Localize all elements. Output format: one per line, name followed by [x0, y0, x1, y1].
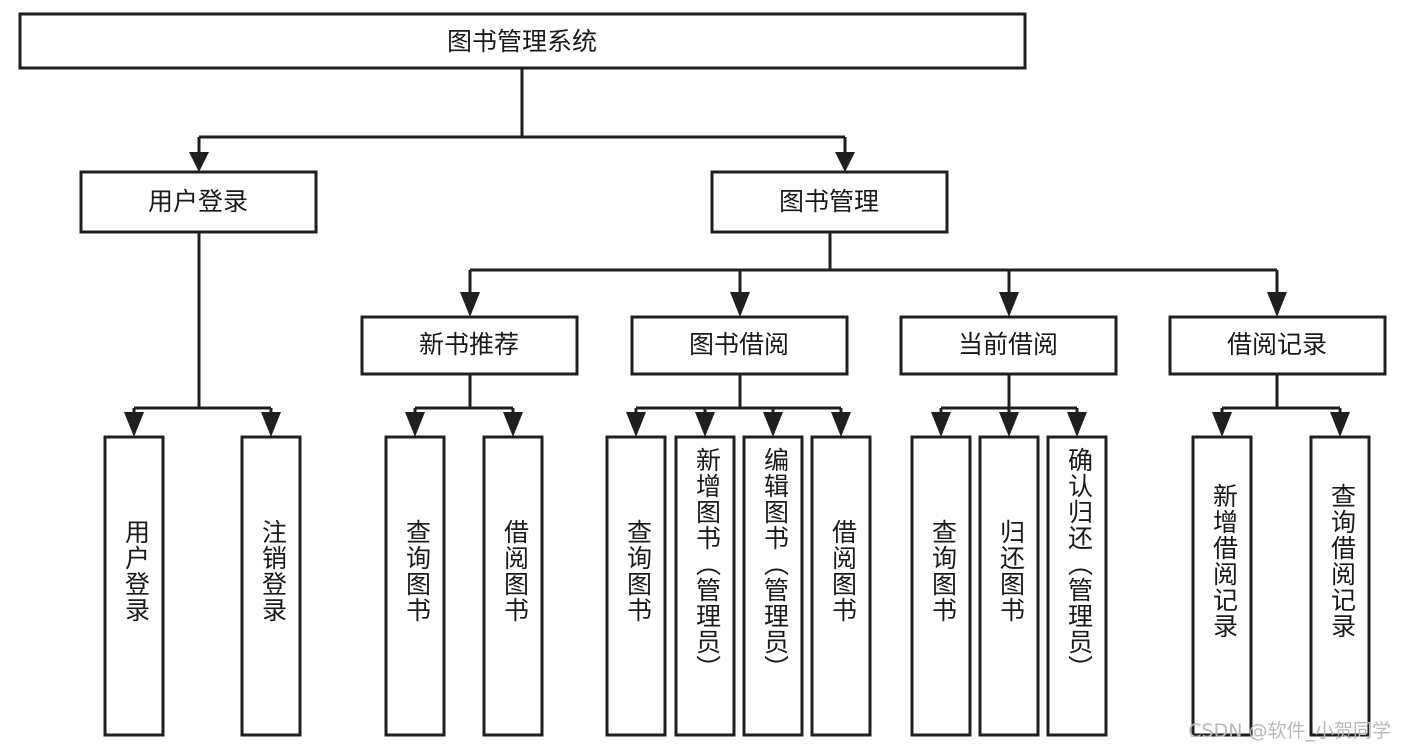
node-borrow-record[interactable]: 借阅记录 — [1168, 315, 1387, 376]
node-root[interactable]: 图书管理系统 — [18, 12, 1027, 70]
leaf-box-query-book-1[interactable] — [384, 435, 446, 737]
node-book-borrow-label: 图书借阅 — [689, 330, 789, 359]
node-user-login[interactable]: 用户登录 — [79, 170, 318, 234]
node-root-label: 图书管理系统 — [447, 27, 597, 56]
node-book-borrow[interactable]: 图书借阅 — [630, 315, 849, 376]
connector-userlogin-to-leaves — [124, 232, 281, 437]
connector-bookmgmt-to-level3 — [460, 232, 1287, 317]
node-current-borrow-label: 当前借阅 — [958, 330, 1058, 359]
connector-root-to-level2 — [189, 68, 855, 172]
connector-bookborrow-to-leaves — [626, 374, 851, 437]
node-new-book-recommend-label: 新书推荐 — [419, 330, 519, 359]
connector-borrowrecord-to-leaves — [1212, 374, 1350, 437]
node-book-management-label: 图书管理 — [779, 187, 879, 216]
leaf-box-add-record[interactable] — [1191, 435, 1253, 737]
connector-currentborrow-to-leaves — [931, 374, 1087, 437]
csdn-watermark: CSDN @软件_小贺同学 — [1188, 720, 1391, 742]
leaf-box-edit-book[interactable] — [742, 435, 804, 737]
leaf-box-add-book[interactable] — [674, 435, 736, 737]
leaf-box-return-book[interactable] — [978, 435, 1040, 737]
leaf-box-query-book-2[interactable] — [605, 435, 667, 737]
node-book-management[interactable]: 图书管理 — [710, 170, 949, 234]
leaf-box-logout[interactable] — [240, 435, 302, 737]
node-new-book-recommend[interactable]: 新书推荐 — [360, 315, 579, 376]
connector-newbook-to-leaves — [405, 374, 523, 437]
leaf-box-query-record[interactable] — [1309, 435, 1371, 737]
node-current-borrow[interactable]: 当前借阅 — [899, 315, 1118, 376]
leaf-box-borrow-book-1[interactable] — [482, 435, 544, 737]
leaf-box-user-login[interactable] — [103, 435, 165, 737]
leaf-box-query-book-3[interactable] — [910, 435, 972, 737]
leaf-box-borrow-book-2[interactable] — [810, 435, 872, 737]
node-user-login-label: 用户登录 — [148, 187, 248, 216]
leaf-box-confirm-return[interactable] — [1046, 435, 1108, 737]
node-borrow-record-label: 借阅记录 — [1227, 330, 1327, 359]
